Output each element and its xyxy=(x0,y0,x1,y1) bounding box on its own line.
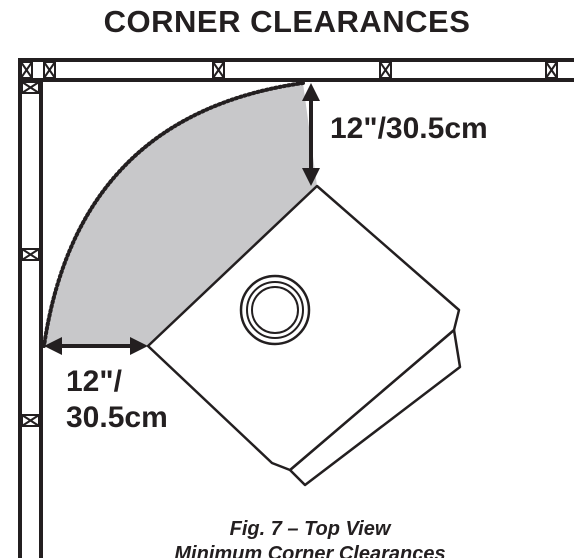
top-wall-stud xyxy=(379,61,392,79)
top-wall-stud xyxy=(212,61,225,79)
left-wall-stud xyxy=(21,414,40,427)
appliance-unit xyxy=(146,184,462,487)
clearance-zone xyxy=(44,83,317,346)
caption-line1: Fig. 7 – Top View xyxy=(230,518,392,540)
left-wall xyxy=(18,60,43,558)
flue-collar-middle xyxy=(246,281,304,339)
clearance-arc xyxy=(42,81,305,348)
diagram-title: CORNER CLEARANCES xyxy=(103,4,471,39)
top-clearance-arrow xyxy=(302,83,320,186)
left-wall-stud xyxy=(21,248,40,261)
left-wall-stud xyxy=(21,81,40,94)
top-wall-stud xyxy=(545,61,558,79)
side-clearance-label-line2: 30.5cm xyxy=(66,401,168,434)
side-clearance-arrow xyxy=(44,337,148,355)
caption-line2: Minimum Corner Clearances xyxy=(174,543,445,558)
top-wall-stud xyxy=(43,61,56,79)
top-wall xyxy=(18,58,574,82)
top-wall-stud xyxy=(20,61,33,79)
flue-collar-outer xyxy=(239,274,311,346)
side-clearance-label-line1: 12"/ xyxy=(66,365,123,398)
top-clearance-label: 12"/30.5cm xyxy=(330,112,488,145)
flue-collar-inner xyxy=(251,286,299,334)
